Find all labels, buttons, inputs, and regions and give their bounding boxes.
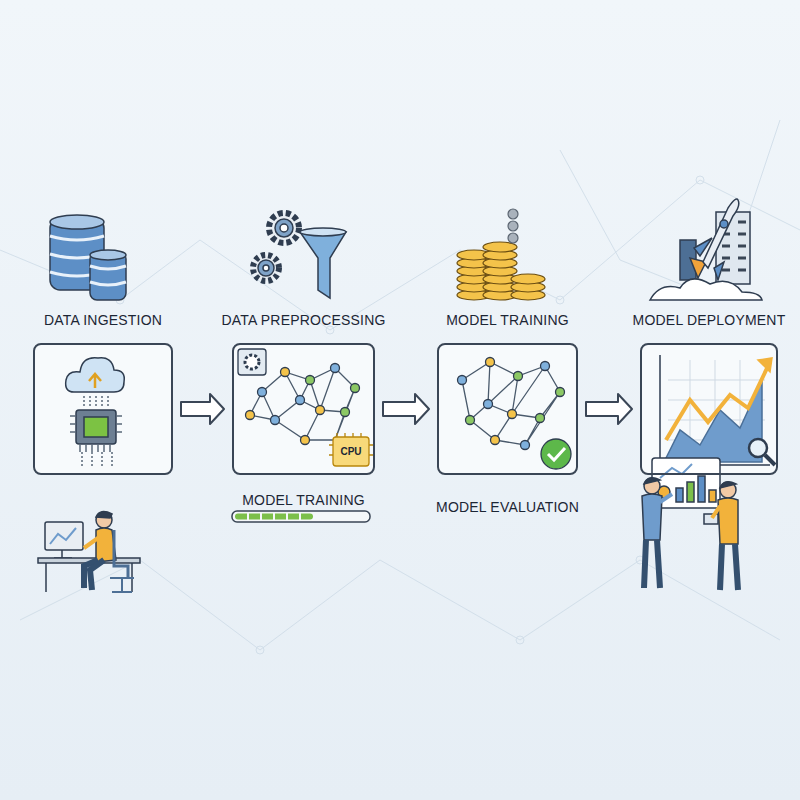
stage-heading: MODEL TRAINING — [446, 312, 569, 328]
people-with-board — [642, 458, 738, 590]
network-illustration — [238, 349, 373, 466]
flow-arrow — [383, 394, 429, 424]
stage-heading: DATA PREPROCESSING — [221, 312, 385, 328]
gears-funnel-icon — [253, 213, 346, 298]
chip-label: CPU — [333, 437, 369, 466]
person-at-desk — [38, 512, 140, 592]
rocket-icon — [650, 199, 762, 300]
stage-caption: MODEL TRAINING — [242, 492, 365, 508]
evaluation-illustration — [458, 358, 572, 470]
progress-bar — [232, 511, 370, 522]
stage-heading: MODEL DEPLOYMENT — [633, 312, 786, 328]
stage-caption: MODEL EVALUATION — [436, 499, 579, 515]
flow-arrow — [586, 394, 632, 424]
chart-illustration — [660, 355, 775, 465]
coins-icon — [457, 209, 545, 300]
database-icon — [50, 215, 126, 300]
process-panel: MODEL TRAININGMODEL EVALUATION — [437, 343, 578, 475]
process-panel: MODEL DEPLOYMENT — [640, 343, 778, 475]
stage-heading: DATA INGESTION — [44, 312, 162, 328]
panel-fill — [33, 343, 778, 475]
flow-arrow — [181, 394, 224, 424]
background-network — [0, 120, 800, 654]
process-panel: DATA INGESTION — [33, 343, 173, 475]
cloud-chip-illustration — [66, 358, 125, 468]
